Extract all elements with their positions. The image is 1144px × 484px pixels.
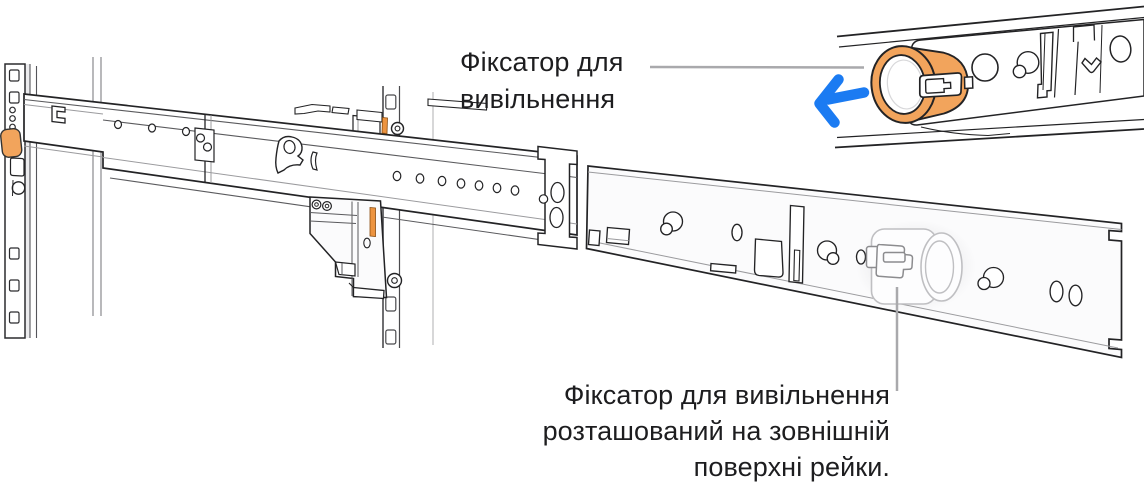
arrow-left-icon — [814, 74, 870, 128]
callout-top-label: Фіксатор для вивільнення — [460, 44, 624, 118]
release-latch-orange — [870, 45, 974, 124]
callout-lines — [649, 65, 899, 391]
callout-top-line2: вивільнення — [460, 84, 616, 114]
mounting-bracket — [309, 196, 403, 300]
callout-bottom-label: Фіксатор для вивільнення розташований на… — [543, 377, 890, 484]
bracket-orange-strip — [369, 207, 376, 237]
callout-bottom-line2: розташований на зовнішній — [542, 416, 890, 446]
callout-bottom-line1: Фіксатор для вивільнення — [563, 380, 890, 410]
detail-inset — [814, 5, 1144, 149]
rack-frame-lines — [92, 57, 434, 345]
thumb-latch-orange — [0, 127, 26, 197]
callout-bottom-line3: поверхні рейки. — [693, 452, 890, 482]
rail-end-cap — [537, 145, 578, 250]
callout-top-line1: Фіксатор для — [460, 47, 624, 77]
rail-latch-lever — [275, 135, 318, 174]
callout-line-top — [649, 65, 865, 69]
outer-rail-panel — [585, 165, 1123, 359]
post-latch-accent — [381, 117, 405, 136]
slide-rail — [23, 93, 578, 250]
release-latch-ghost — [856, 220, 976, 312]
